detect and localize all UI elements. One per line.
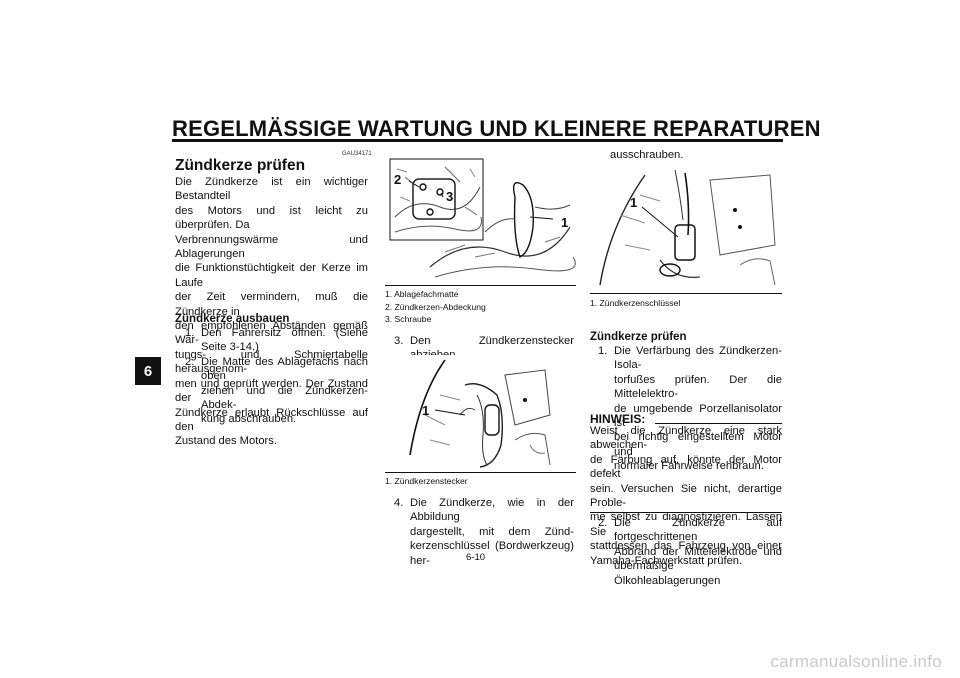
step-line: Die Verfärbung des Zündkerzen-Isola- — [614, 345, 782, 372]
page-number: 6-10 — [466, 552, 486, 563]
note-line: Yamaha-Fachwerkstatt prüfen. — [590, 554, 743, 567]
caption-line: 3. Schraube — [385, 314, 432, 324]
step-line: Die Matte des Ablagefachs nach oben — [201, 355, 368, 383]
figure-storage-cover: 2 3 1 — [385, 157, 576, 283]
step-line: ziehen und die Zündkerzen-Abdek- — [201, 384, 368, 412]
list-item: 4. Die Zündkerze, wie in der Abbildung d… — [394, 496, 574, 568]
figure3-captions: 1. Zündkerzenschlüssel — [590, 297, 680, 310]
watermark: carmanualsonline.info — [770, 652, 942, 671]
callout-1: 1 — [422, 403, 430, 418]
caption-rule — [590, 293, 782, 294]
note-heading-rule — [655, 423, 782, 424]
figure-plug-wrench: 1 — [590, 165, 782, 290]
section-code: GAU34171 — [342, 151, 372, 157]
intro-line: Die Zündkerze ist ein wichtiger Bestandt… — [175, 176, 368, 203]
intro-line: die Funktionstüchtigkeit der Kerze im La… — [175, 262, 368, 289]
note-line: de Färbung auf, könnte der Motor defekt — [590, 453, 782, 481]
caption-rule — [385, 285, 576, 286]
step-line: Die Zündkerze, wie in der Abbildung — [410, 497, 574, 524]
step-line: torfußes prüfen. Der die Mittelelektro- — [614, 373, 782, 401]
step4-continuation: ausschrauben. — [610, 149, 684, 161]
note-line: me selbst zu diagnostizieren. Lassen Sie — [590, 511, 782, 538]
caption-line: 1. Zündkerzenschlüssel — [590, 298, 681, 308]
figure1-captions: 1. Ablagefachmatte 2. Zündkerzen-Abdecku… — [385, 288, 486, 326]
step-line: normaler Fahrweise rehbraun. — [614, 460, 764, 473]
caption-rule — [385, 472, 576, 473]
step-line: Abbrand der Mittelelektrode und — [614, 545, 782, 558]
step-line: Seite 3-14.) — [201, 341, 259, 354]
figure-storage-cover-drawing — [385, 157, 576, 283]
step-line: kerzenschlüssel (Bordwerkzeug) her- — [410, 540, 574, 567]
step-line: dargestellt, mit dem Zünd- — [410, 525, 574, 538]
intro-line: men und geprüft werden. Der Zustand der — [175, 377, 368, 405]
figure-plug-wrench-drawing — [590, 165, 782, 290]
intro-line: den empfohlenen Abständen gemäß War- — [175, 320, 368, 347]
step-number: 1. — [598, 345, 608, 357]
callout-2: 2 — [394, 172, 402, 187]
check-heading: Zündkerze prüfen — [590, 331, 687, 343]
step-line: Den Fahrersitz öffnen. (Siehe — [201, 327, 368, 339]
step-line: Die Zündkerze auf fortgeschrittenen — [614, 517, 782, 544]
page-title: REGELMÄSSIGE WARTUNG UND KLEINERE REPARA… — [172, 116, 821, 141]
callout-1: 1 — [561, 215, 569, 230]
note-line: Weist die Zündkerze eine stark abweichen… — [590, 425, 782, 452]
note-heading: HINWEIS: — [590, 412, 646, 426]
figure-plug-cap-drawing — [405, 355, 555, 470]
callout-1: 1 — [630, 195, 638, 210]
caption-line: 1. Zündkerzenstecker — [385, 476, 468, 486]
intro-line: Verbrennungswärme und Ablagerungen — [175, 233, 368, 261]
intro-paragraph: Die Zündkerze ist ein wichtiger Bestandt… — [175, 175, 368, 449]
caption-line: 1. Ablagefachmatte — [385, 289, 459, 299]
figure2-captions: 1. Zündkerzenstecker — [385, 475, 468, 488]
intro-line: der Zeit vermindern, muß die Zündkerze i… — [175, 291, 368, 318]
intro-line: Zündkerze erlaubt Rückschlüsse auf den — [175, 406, 368, 433]
chapter-tab: 6 — [135, 357, 161, 385]
step-number: 3. — [394, 335, 404, 347]
intro-line: tungs- und Schmiertabelle herausgenom- — [175, 348, 368, 376]
step-4: 4. Die Zündkerze, wie in der Abbildung d… — [394, 496, 574, 568]
remove-steps: 1. Den Fahrersitz öffnen. (Siehe Seite 3… — [185, 326, 368, 427]
list-item: 1. Die Verfärbung des Zündkerzen-Isola- … — [598, 344, 782, 474]
step-number: 1. — [185, 327, 195, 339]
step-line: de umgebende Porzellanisolator ist — [614, 402, 782, 430]
step-number: 4. — [394, 497, 404, 509]
note-line: sein. Versuchen Sie nicht, derartige Pro… — [590, 482, 782, 510]
note-line: stattdessen das Fahrzeug von einer — [590, 540, 782, 553]
section-heading: Zündkerze prüfen — [175, 157, 306, 174]
note-end-rule — [590, 512, 782, 513]
list-item: 1. Den Fahrersitz öffnen. (Siehe Seite 3… — [185, 326, 368, 355]
step-line: kung abschrauben. — [201, 413, 297, 426]
check-step-2: 2. Die Zündkerze auf fortgeschrittenen A… — [598, 516, 782, 588]
title-rule — [172, 139, 783, 142]
remove-heading: Zündkerze ausbauen — [175, 313, 290, 325]
list-item: 2. Die Zündkerze auf fortgeschrittenen A… — [598, 516, 782, 588]
callout-3: 3 — [446, 189, 454, 204]
intro-line: des Motors und ist leicht zu überprüfen.… — [175, 204, 368, 232]
step-number: 2. — [185, 355, 195, 368]
step-line: bei richtig eingestelltem Motor und — [614, 431, 782, 458]
step-number: 2. — [598, 517, 608, 529]
step-line: übermäßige Ölkohleablagerungen — [614, 560, 721, 587]
list-item: 2. Die Matte des Ablagefachs nach oben z… — [185, 355, 368, 427]
intro-line: Zustand des Motors. — [175, 435, 277, 448]
caption-line: 2. Zündkerzen-Abdeckung — [385, 301, 486, 312]
check-steps: 1. Die Verfärbung des Zündkerzen-Isola- … — [598, 344, 782, 474]
note-paragraph: Weist die Zündkerze eine stark abweichen… — [590, 424, 782, 568]
figure-plug-cap: 1 — [405, 355, 555, 470]
